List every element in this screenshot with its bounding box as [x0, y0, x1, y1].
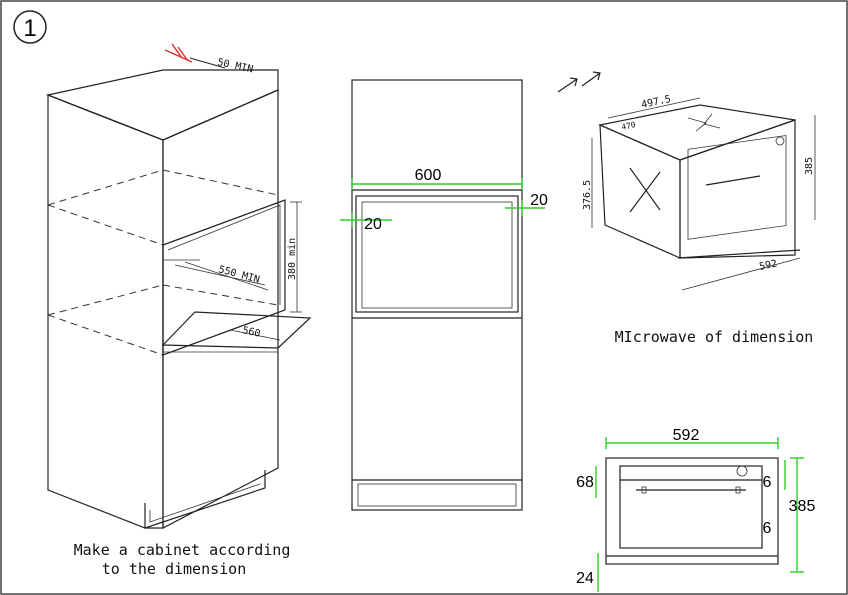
cabinet-isometric: 50 MIN 380 min 550 MIN 560 Make a cabine…	[45, 43, 312, 578]
dim-width: 560	[229, 325, 281, 341]
direction-arrows	[557, 71, 601, 93]
mw-inner-label: 470	[621, 120, 637, 132]
mw-width-bottom-label: 592	[758, 258, 778, 273]
dim-top-clearance: 50 MIN	[164, 43, 254, 75]
mw-depth-top-label: 497.5	[640, 94, 672, 111]
front-right-gap-label: 20	[530, 192, 548, 209]
cabinet-caption-line1: Make a cabinet according	[74, 541, 291, 559]
microwave-front-view: 592 68 6 6 385 24	[576, 427, 815, 592]
step-number: 1	[23, 15, 36, 42]
microwave-isometric: 497.5 470 376.5 385 592 MIcrowave of dim…	[557, 71, 816, 346]
mw-height-side-label: 376.5	[582, 180, 593, 210]
mwf-right-top-label: 6	[763, 474, 772, 491]
cabinet-front-view: 600 20 20	[340, 79, 548, 511]
front-width-label: 600	[415, 167, 442, 184]
dim-depth-label: 550 MIN	[217, 264, 261, 286]
cabinet-caption-line2: to the dimension	[102, 560, 247, 578]
mwf-height-label: 385	[789, 498, 816, 515]
dim-width-label: 560	[241, 325, 261, 340]
step-badge: 1	[13, 10, 47, 44]
front-left-gap-label: 20	[364, 216, 382, 233]
dim-height-label: 380 min	[287, 238, 298, 280]
mw-height-right-label: 385	[804, 157, 815, 175]
mwf-left-top-label: 68	[576, 474, 594, 491]
mwf-width-label: 592	[673, 427, 700, 444]
mwf-right-mid-label: 6	[763, 520, 772, 537]
dim-opening-height: 380 min	[287, 201, 302, 313]
microwave-caption: MIcrowave of dimension	[615, 328, 814, 346]
dim-top-label: 50 MIN	[216, 57, 254, 75]
dim-depth: 550 MIN	[184, 261, 269, 291]
mwf-bottom-label: 24	[576, 570, 594, 587]
